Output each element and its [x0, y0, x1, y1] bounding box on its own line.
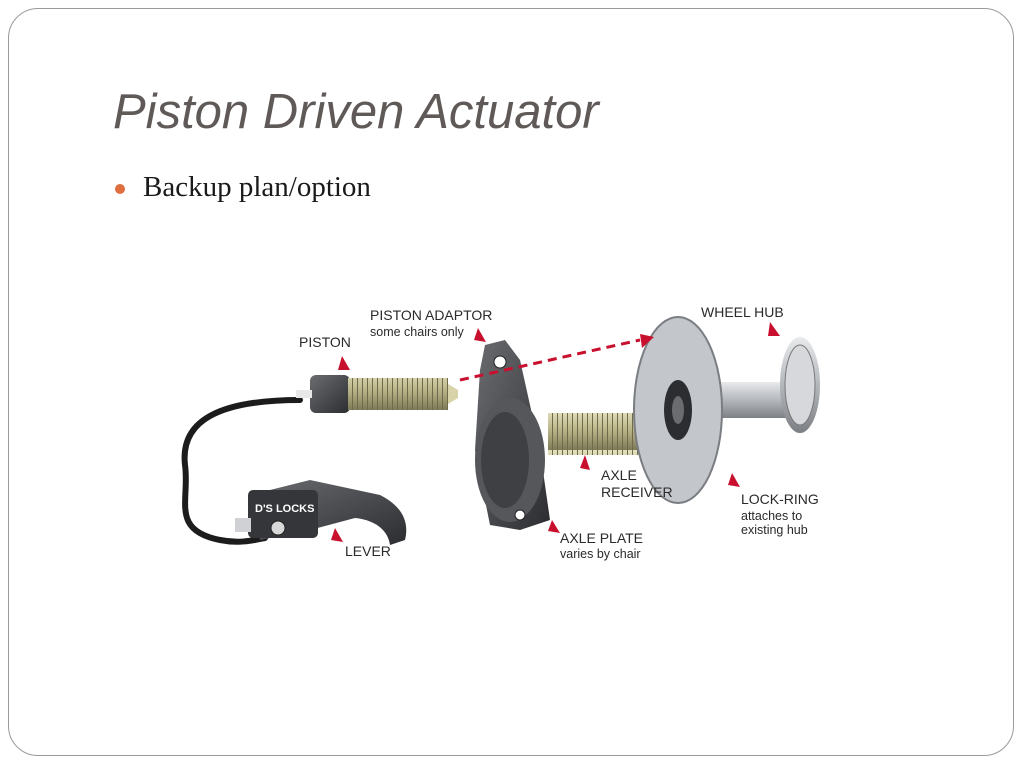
arrow-axle-receiver — [580, 455, 590, 470]
arrow-lock-ring — [728, 473, 740, 487]
slide-title: Piston Driven Actuator — [113, 85, 599, 139]
bullet-item: Backup plan/option — [115, 171, 371, 204]
label-axle-receiver-2: RECEIVER — [601, 484, 673, 500]
arrow-axle-plate — [548, 520, 560, 533]
cable — [181, 397, 303, 545]
brand-label: D'S LOCKS — [255, 503, 314, 515]
actuator-diagram: D'S LOCKS PISTON PISTON ADAPTOR some — [181, 304, 820, 561]
label-axle-plate-note: varies by chair — [560, 547, 641, 561]
arrow-wheel-hub — [768, 322, 780, 336]
label-axle-plate: AXLE PLATE — [560, 530, 643, 546]
piston — [296, 375, 458, 413]
bullet-dot-icon — [115, 183, 125, 194]
label-lock-ring-note-1: attaches to — [741, 509, 802, 523]
arrow-piston-adaptor — [474, 328, 486, 342]
label-lock-ring: LOCK-RING — [741, 491, 819, 507]
label-wheel-hub: WHEEL HUB — [701, 304, 784, 320]
label-lock-ring-note-2: existing hub — [741, 523, 808, 537]
arrow-piston — [338, 356, 350, 370]
label-piston-adaptor: PISTON ADAPTOR — [370, 307, 492, 323]
label-piston-adaptor-note: some chairs only — [370, 325, 465, 339]
label-lever: LEVER — [345, 543, 391, 559]
alignment-dashed-line — [459, 338, 641, 382]
lever: D'S LOCKS — [235, 480, 407, 545]
bullet-text: Backup plan/option — [143, 171, 371, 203]
lock-ring — [633, 316, 723, 504]
arrow-lever — [331, 528, 343, 542]
label-axle-receiver-1: AXLE — [601, 467, 637, 483]
axle-plate — [475, 340, 550, 530]
label-piston: PISTON — [299, 334, 351, 350]
